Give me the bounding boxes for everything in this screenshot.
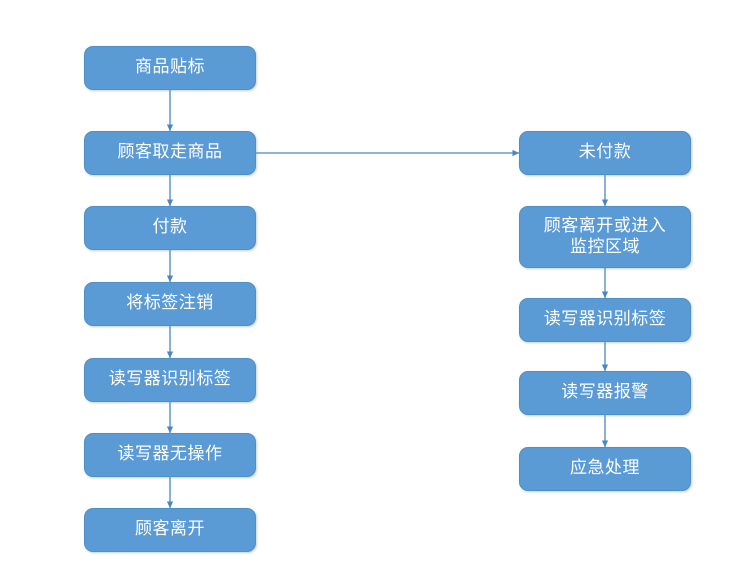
- flow-node-l7[interactable]: 顾客离开: [84, 508, 256, 552]
- flow-node-label: 读写器无操作: [117, 444, 223, 465]
- flow-node-r1[interactable]: 未付款: [519, 131, 691, 175]
- flow-node-label: 商品贴标: [135, 57, 205, 78]
- flow-node-label: 顾客离开或进入 监控区域: [543, 215, 667, 257]
- flow-node-label: 读写器识别标签: [108, 369, 232, 390]
- flow-node-r4[interactable]: 读写器报警: [519, 371, 691, 415]
- flow-node-r2[interactable]: 顾客离开或进入 监控区域: [519, 206, 691, 268]
- flow-node-l2[interactable]: 顾客取走商品: [84, 131, 256, 175]
- flow-node-label: 读写器识别标签: [543, 309, 667, 330]
- flow-node-l3[interactable]: 付款: [84, 206, 256, 250]
- flow-node-r5[interactable]: 应急处理: [519, 447, 691, 491]
- flow-node-label: 应急处理: [570, 458, 640, 479]
- flow-node-l4[interactable]: 将标签注销: [84, 282, 256, 326]
- flow-node-label: 将标签注销: [126, 293, 214, 314]
- flow-node-label: 读写器报警: [561, 382, 649, 403]
- flow-node-r3[interactable]: 读写器识别标签: [519, 298, 691, 342]
- flow-node-label: 顾客离开: [135, 519, 205, 540]
- flow-node-label: 付款: [152, 217, 188, 238]
- flow-node-label: 未付款: [578, 142, 632, 163]
- flow-node-l5[interactable]: 读写器识别标签: [84, 358, 256, 402]
- flow-node-label: 顾客取走商品: [117, 142, 223, 163]
- flow-node-l1[interactable]: 商品贴标: [84, 46, 256, 90]
- flow-node-l6[interactable]: 读写器无操作: [84, 433, 256, 477]
